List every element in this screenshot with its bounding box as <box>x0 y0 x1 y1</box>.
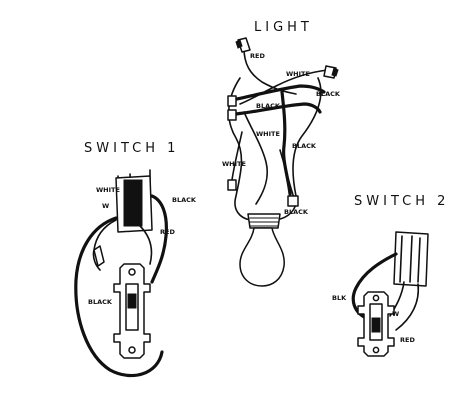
s1-label-w: W <box>102 202 109 210</box>
s2-label-blk: BLK <box>332 294 347 302</box>
s1-clamp <box>115 175 153 233</box>
s2-label-w: W <box>392 310 399 318</box>
light-black-wire-upper <box>230 84 326 102</box>
wire-nut-right <box>323 65 339 79</box>
s1-black-loop <box>74 216 164 378</box>
light-label-black-left: BLACK <box>256 102 281 110</box>
s2-clamp <box>393 231 429 287</box>
s1-screw-bottom <box>128 346 136 354</box>
s2-switch-body <box>357 291 395 357</box>
light-white-wire-top <box>239 69 329 105</box>
switch2-title: SWITCH 2 <box>354 194 449 209</box>
s2-screw-bottom <box>372 346 380 354</box>
switch1-title: SWITCH 1 <box>84 141 179 156</box>
s1-black-right <box>150 194 168 284</box>
s1-label-white: WHITE <box>96 186 120 194</box>
s2-red-wire <box>395 283 420 331</box>
light-red-wire <box>243 47 297 95</box>
wire-nut-bottom-right <box>287 195 299 207</box>
light-label-red: RED <box>250 52 265 60</box>
light-white-wire-mid <box>243 111 269 205</box>
light-socket <box>247 213 281 229</box>
switch-2: BLK W RED <box>332 231 429 357</box>
light-black-wire-bottom <box>279 149 295 199</box>
light-white-wire-left <box>231 131 243 181</box>
light-label-white-left: WHITE <box>222 160 246 168</box>
light-label-white-top: WHITE <box>286 70 310 78</box>
s1-screw-top <box>128 268 136 276</box>
light-sheath-right <box>275 77 322 221</box>
s1-switch-body <box>113 263 151 359</box>
s1-label-red: RED <box>160 228 175 236</box>
s1-label-black-top: BLACK <box>172 196 197 204</box>
s1-toggle <box>127 293 137 309</box>
wire-nut-bottom-left <box>227 179 237 191</box>
wire-nut-left-lower <box>227 109 237 121</box>
light-fixture: RED WHITE BLACK BLACK WHITE BLACK WHITE … <box>222 37 341 287</box>
s1-label-black-left: BLACK <box>88 298 113 306</box>
s2-toggle <box>371 317 381 333</box>
light-title: LIGHT <box>254 20 313 35</box>
light-label-black-right: BLACK <box>316 90 341 98</box>
switch-1: WHITE W BLACK RED BLACK <box>74 169 197 378</box>
s1-wire-nut <box>93 245 105 267</box>
light-label-white-mid: WHITE <box>256 130 280 138</box>
wire-nut-top <box>235 37 251 53</box>
wire-nut-left-upper <box>227 95 237 107</box>
light-black-wire-lower <box>234 102 322 116</box>
light-label-black-bottom: BLACK <box>284 208 309 216</box>
s2-screw-top <box>372 294 380 302</box>
light-label-black-mid: BLACK <box>292 142 317 150</box>
light-bulb <box>239 227 285 287</box>
s1-red-wire <box>139 225 153 265</box>
s2-label-red: RED <box>400 336 415 344</box>
